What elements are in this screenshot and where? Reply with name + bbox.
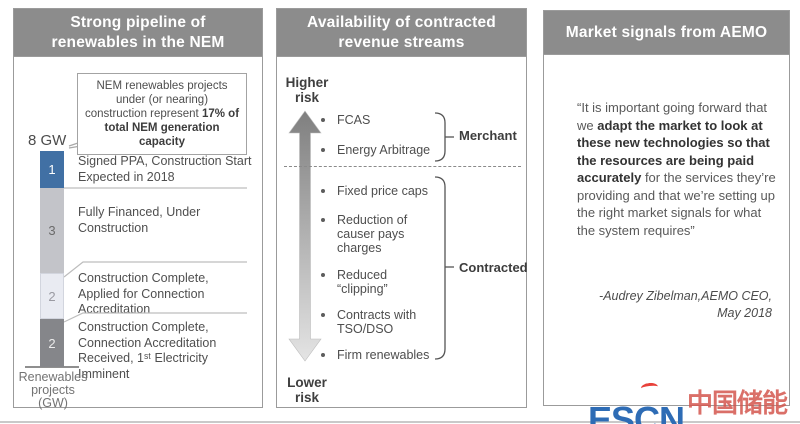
stream-item-reduced-clipping: Reduced “clipping” — [321, 268, 461, 296]
segment-label: Construction Complete, Applied for Conne… — [78, 271, 209, 316]
contracted-label: Contracted — [459, 260, 528, 275]
segment-label: Construction Complete, Connection Accred… — [78, 320, 217, 381]
callout-text: NEM renewables projects under (or nearin… — [84, 80, 228, 120]
stream-item-fixed-price-caps: Fixed price caps — [321, 184, 461, 198]
pipeline-title-line1: Strong pipeline of — [70, 14, 206, 31]
escn-logo-accent-icon — [640, 382, 659, 393]
stream-item-tso-dso: Contracts with TSO/DSO — [321, 308, 461, 336]
segment-label: Signed PPA, Construction Start Expected … — [78, 154, 252, 184]
bar-segment-signed-ppa: 1 — [40, 151, 64, 188]
panel-revenue-streams: Availability of contracted revenue strea… — [276, 8, 528, 408]
axis-top-label: 8 GW — [28, 132, 67, 149]
lower-risk-label: Lower risk — [287, 375, 327, 405]
stream-item-energy-arbitrage: Energy Arbitrage — [321, 143, 461, 157]
higher-risk-label: Higher risk — [285, 75, 329, 105]
revenue-title-line2: revenue streams — [338, 34, 465, 51]
aemo-title: Market signals from AEMO — [565, 23, 768, 41]
aemo-header: Market signals from AEMO — [544, 11, 789, 55]
revenue-header: Availability of contracted revenue strea… — [277, 9, 526, 57]
axis-bottom-label: Renewables projects (GW) — [18, 370, 88, 410]
quote-attribution: -Audrey Zibelman,AEMO CEO, May 2018 — [599, 289, 772, 320]
merchant-contracted-divider — [284, 166, 521, 167]
bar-segment-accreditation-received: 2 — [40, 319, 64, 367]
stream-item-fcas: FCAS — [321, 113, 461, 127]
segment-label: Fully Financed, Under Construction — [78, 205, 201, 235]
merchant-label: Merchant — [459, 128, 517, 143]
axis-baseline — [25, 366, 79, 368]
bullet-icon — [321, 273, 325, 277]
revenue-title-line1: Availability of contracted — [307, 14, 496, 31]
bullet-icon — [321, 189, 325, 193]
callout-text-bold: 17% of total NEM generation capacity — [104, 108, 240, 148]
risk-gradient-arrow-icon — [288, 110, 322, 362]
bullet-icon — [321, 148, 325, 152]
escn-logo-text: ESCN — [588, 399, 685, 424]
bar-segment-financed: 3 — [40, 188, 64, 273]
aemo-quote: “It is important going forward that we a… — [577, 100, 776, 238]
stream-item-firm-renewables: Firm renewables — [321, 348, 461, 362]
bottom-divider — [0, 421, 800, 423]
panel-pipeline: Strong pipeline of renewables in the NEM… — [13, 8, 263, 410]
bar-segment-accreditation-applied: 2 — [40, 273, 64, 319]
escn-logo-chinese-text: 中国储能网 — [687, 388, 788, 418]
panel-aemo-signals: Market signals from AEMO “It is importan… — [543, 10, 790, 406]
bullet-icon — [321, 313, 325, 317]
stream-item-causer-pays: Reduction of causer pays charges — [321, 213, 461, 255]
brackets — [434, 112, 454, 360]
bullet-icon — [321, 218, 325, 222]
pipeline-header: Strong pipeline of renewables in the NEM — [14, 9, 262, 57]
pipeline-title-line2: renewables in the NEM — [51, 34, 225, 51]
callout-box: NEM renewables projects under (or nearin… — [77, 73, 247, 155]
escn-watermark-logo: ESCN 中国储能网 — [588, 382, 800, 424]
bullet-icon — [321, 353, 325, 357]
bullet-icon — [321, 118, 325, 122]
